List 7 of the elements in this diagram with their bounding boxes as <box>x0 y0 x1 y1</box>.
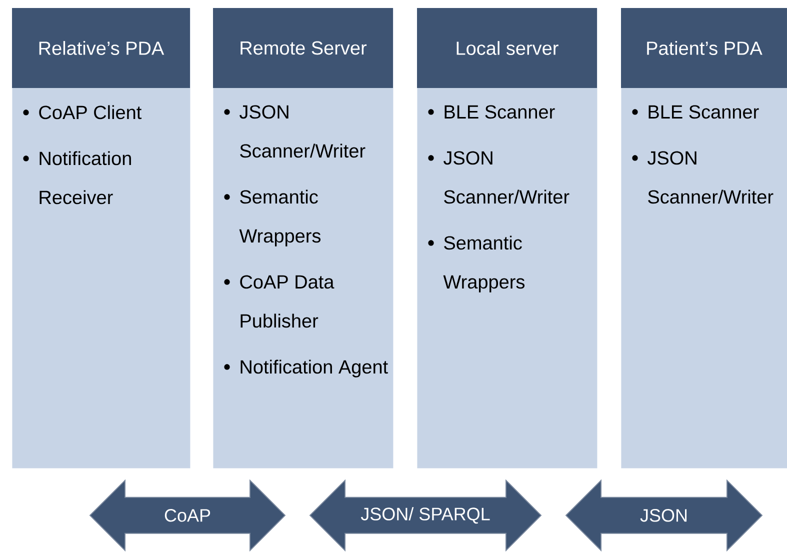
edge-label: JSON <box>639 508 689 523</box>
edge-label: CoAP <box>163 508 212 523</box>
edge-label: JSON/ SPARQL <box>360 506 492 525</box>
column-panel: Relative’s PDA CoAP Client Notification Receiver <box>12 8 190 468</box>
column-panel: Local server BLE Scanner JSON Scanner/Writer Semantic Wrappers <box>417 8 598 468</box>
column-panel: Remote Server JSON Scanner/Writer Semantic Wrappers CoAP Data Publisher Notification Agent <box>213 8 394 468</box>
column-panel: Patient’s PDA BLE Scanner JSON Scanner/Writer <box>621 8 787 468</box>
